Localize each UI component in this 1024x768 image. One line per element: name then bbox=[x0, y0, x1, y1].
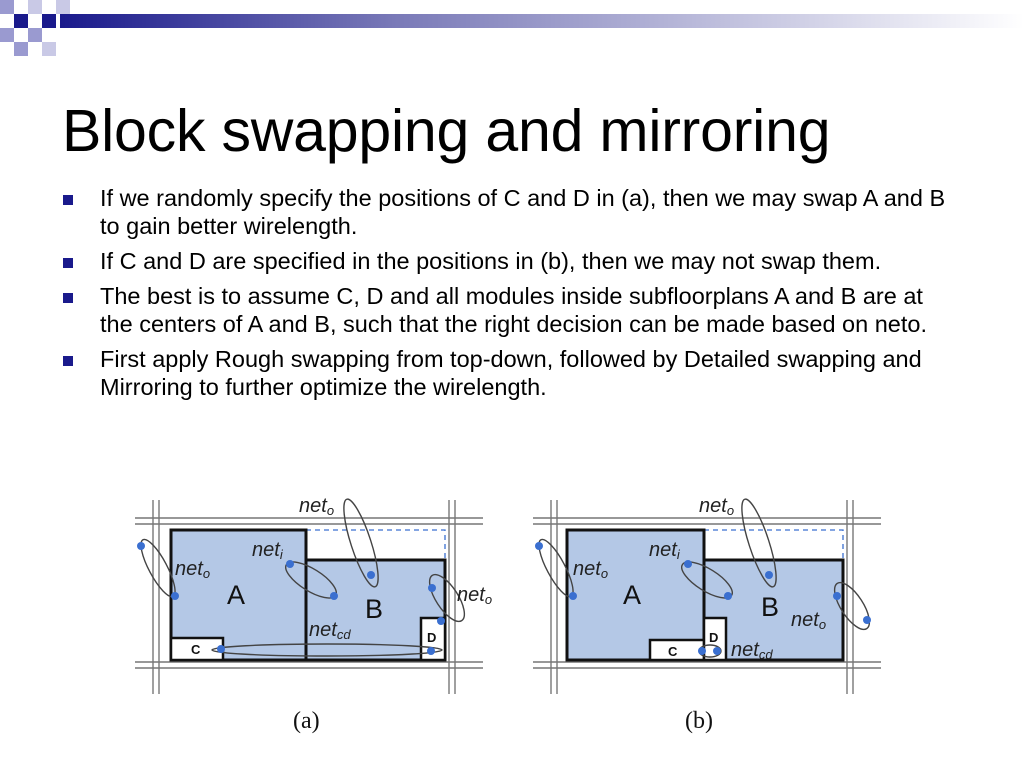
header-square bbox=[14, 42, 28, 56]
square-bullet-icon bbox=[63, 258, 73, 268]
header-gradient-bar bbox=[60, 14, 1024, 28]
net-ellipses bbox=[140, 498, 466, 657]
block-a-label: A bbox=[227, 580, 245, 610]
bullet-text: The best is to assume C, D and all modul… bbox=[100, 283, 927, 337]
header-square bbox=[14, 14, 28, 28]
header-square bbox=[0, 28, 14, 42]
header-square bbox=[42, 14, 56, 28]
net-o-left-label: neto bbox=[175, 558, 210, 581]
net-i-label: neti bbox=[649, 539, 681, 562]
header-decoration bbox=[0, 0, 1024, 56]
bullet-item: If C and D are specified in the position… bbox=[62, 247, 962, 275]
net-o-top-label: neto bbox=[699, 495, 734, 518]
net-cd-label: netcd bbox=[309, 619, 351, 642]
diagram-b: A B C D neto neti neto neto netcd (b) bbox=[533, 495, 881, 734]
diagram-a-caption: (a) bbox=[293, 708, 320, 734]
bullet-list: If we randomly specify the positions of … bbox=[62, 184, 962, 408]
bullet-item: If we randomly specify the positions of … bbox=[62, 184, 962, 240]
block-a-rect bbox=[169, 528, 308, 662]
block-d-label: D bbox=[709, 630, 718, 645]
block-a-label: A bbox=[623, 580, 641, 610]
header-square bbox=[42, 42, 56, 56]
net-o-left-label: neto bbox=[573, 558, 608, 581]
boundary-lines bbox=[533, 500, 881, 694]
header-square bbox=[28, 0, 42, 14]
header-square bbox=[0, 0, 14, 14]
bullet-text: If C and D are specified in the position… bbox=[100, 248, 882, 274]
block-b-label: B bbox=[365, 594, 383, 624]
diagram-a: A B C D neto neti neto neto netcd (a) bbox=[135, 495, 492, 734]
pins bbox=[535, 542, 871, 655]
slide-title: Block swapping and mirroring bbox=[62, 98, 831, 164]
bullet-text: If we randomly specify the positions of … bbox=[100, 185, 946, 239]
net-o-right-label: neto bbox=[457, 584, 492, 607]
block-a-rect bbox=[565, 528, 706, 662]
pins bbox=[137, 542, 445, 655]
header-square bbox=[56, 0, 70, 14]
square-bullet-icon bbox=[63, 195, 73, 205]
boundary-lines bbox=[135, 500, 483, 694]
bullet-text: First apply Rough swapping from top-down… bbox=[100, 346, 922, 400]
diagram-b-caption: (b) bbox=[685, 708, 713, 734]
net-i-label: neti bbox=[252, 539, 284, 562]
block-c-label: C bbox=[191, 642, 201, 657]
block-b-label: B bbox=[761, 592, 779, 622]
net-o-top-label: neto bbox=[299, 495, 334, 518]
bullet-item: First apply Rough swapping from top-down… bbox=[62, 345, 962, 401]
net-cd-label: netcd bbox=[731, 639, 773, 662]
header-square bbox=[28, 28, 42, 42]
block-c-label: C bbox=[668, 644, 678, 659]
net-o-right-label: neto bbox=[791, 609, 826, 632]
square-bullet-icon bbox=[63, 293, 73, 303]
block-d-label: D bbox=[427, 630, 436, 645]
square-bullet-icon bbox=[63, 356, 73, 366]
floorplan-figure: A B C D neto neti neto neto netcd (a) bbox=[135, 495, 881, 734]
bullet-item: The best is to assume C, D and all modul… bbox=[62, 282, 962, 338]
